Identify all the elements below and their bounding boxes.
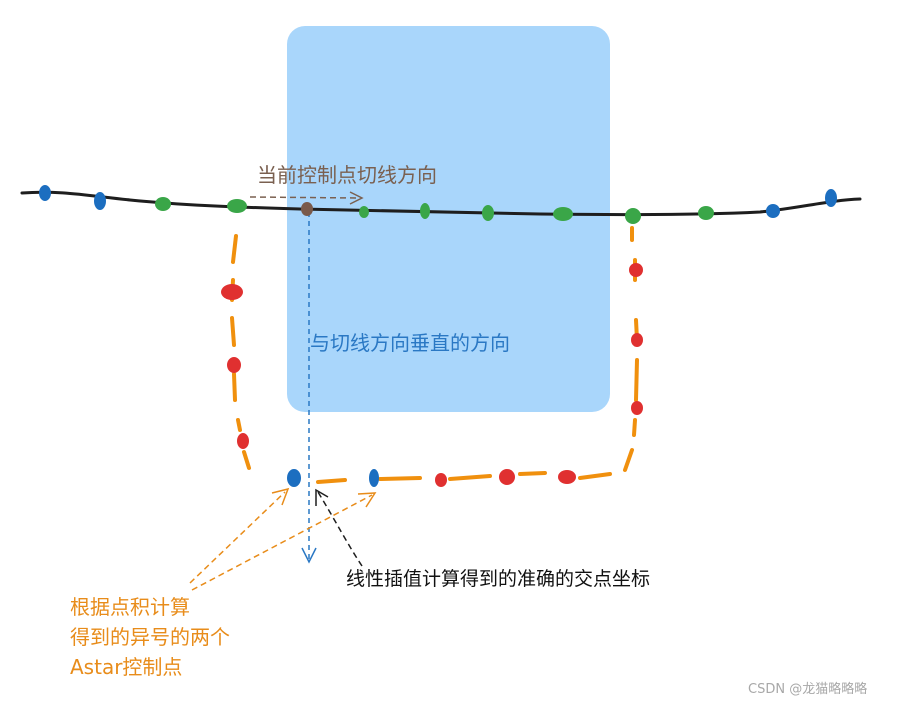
tangent-direction-label: 当前控制点切线方向 [257, 163, 437, 187]
tangent-direction-arrow [249, 191, 364, 205]
control-point [227, 199, 247, 213]
astar-path [230, 226, 639, 484]
watermark: CSDN @龙猫略略略 [748, 682, 868, 697]
blue-region-box [287, 26, 610, 412]
astar-label-line: 根据点积计算 [70, 595, 190, 619]
astar-point [629, 263, 643, 277]
astar-point [631, 401, 643, 415]
control-point [94, 192, 106, 210]
control-point [766, 204, 780, 218]
astar-point [435, 473, 447, 487]
normal-direction-arrow [301, 212, 317, 564]
astar-point [499, 469, 515, 485]
astar-blue-point [369, 469, 379, 487]
astar-point [558, 470, 576, 484]
astar-point [631, 333, 643, 347]
astar-point [221, 284, 243, 300]
astar-red-points [221, 263, 643, 487]
astar-blue-point [287, 469, 301, 487]
control-point [698, 206, 714, 220]
astar-label-line: Astar控制点 [70, 655, 183, 679]
exact-point-arrow [315, 488, 363, 567]
astar-point [227, 357, 241, 373]
control-point [359, 206, 369, 218]
control-point [155, 197, 171, 211]
exact-point-label: 线性插值计算得到的准确的交点坐标 [346, 568, 651, 590]
astar-points-arrows [189, 487, 377, 591]
current-control-point [301, 202, 313, 216]
astar-label-line: 得到的异号的两个 [70, 625, 230, 649]
control-point [553, 207, 573, 221]
control-point [420, 203, 430, 219]
astar-point [237, 433, 249, 449]
control-point [39, 185, 51, 201]
normal-direction-label: 与切线方向垂直的方向 [310, 331, 510, 355]
astar-points-label: 根据点积计算 得到的异号的两个 Astar控制点 [70, 592, 230, 682]
control-point [825, 189, 837, 207]
control-point [482, 205, 494, 221]
curve-control-points [39, 185, 837, 224]
control-point [625, 208, 641, 224]
